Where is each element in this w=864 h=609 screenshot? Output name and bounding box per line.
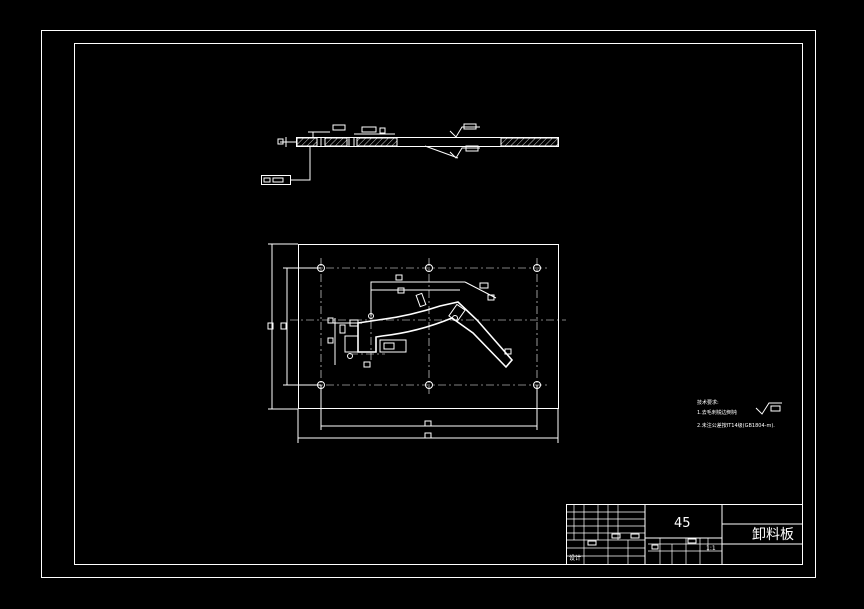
notes-line1: 1.去毛刺锐边倒钝 — [697, 409, 737, 416]
designer-label: 设计 — [569, 554, 581, 562]
material-text: 45 — [674, 516, 691, 531]
part-name-text: 卸料板 — [752, 527, 794, 543]
notes-line2: 2.未注公差按IT14级(GB1804-m). — [697, 422, 775, 429]
title-block: 45 卸料板 1:1 设计 — [566, 504, 803, 565]
plate-outline — [298, 244, 559, 409]
technical-notes: 技术要求: 1.去毛刺锐边倒钝 2.未注公差按IT14级(GB1804-m). — [697, 399, 782, 429]
section-view — [261, 123, 559, 185]
plan-view — [267, 243, 566, 443]
outer-border — [41, 30, 816, 578]
inner-border — [74, 43, 803, 565]
roughness-symbol-icon — [755, 402, 782, 415]
part-cavity — [357, 301, 514, 369]
notes-heading: 技术要求: — [697, 399, 719, 406]
scale-text: 1:1 — [706, 545, 716, 552]
